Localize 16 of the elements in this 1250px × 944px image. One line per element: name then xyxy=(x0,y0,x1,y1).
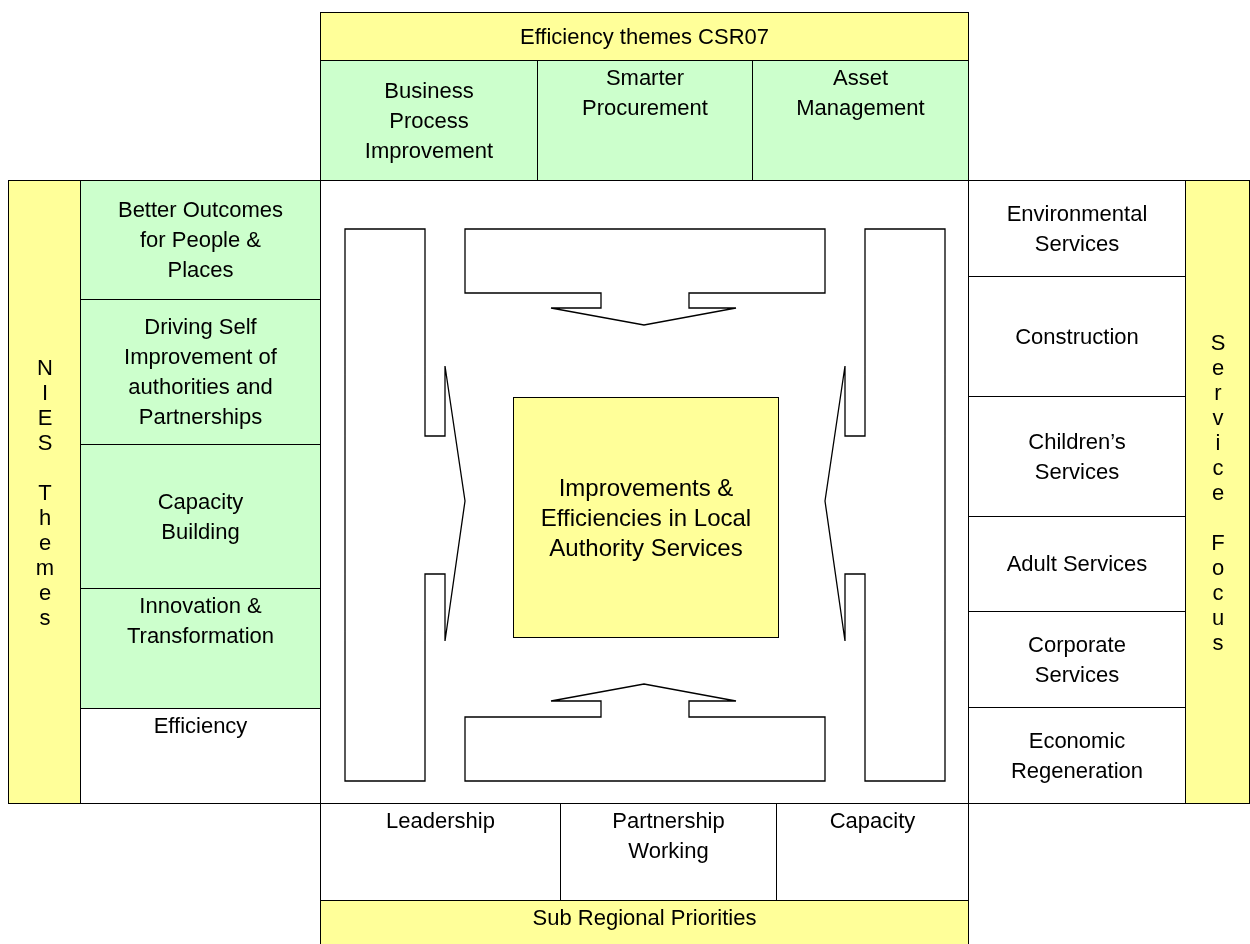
side-band: Service Focus xyxy=(1185,180,1250,804)
theme-box: Innovation & Transformation xyxy=(80,588,321,709)
theme-box: Smarter Procurement xyxy=(537,60,753,181)
theme-box: Better Outcomes for People & Places xyxy=(80,180,321,300)
header-band: Efficiency themes CSR07 xyxy=(320,12,969,61)
side-band: NIES Themes xyxy=(8,180,81,804)
theme-box: Driving Self Improvement of authorities and Partnerships xyxy=(80,299,321,445)
pointer-shape xyxy=(465,229,826,326)
footer-band: Sub Regional Priorities xyxy=(320,900,969,944)
pointer-shape xyxy=(825,229,946,782)
pointer-shape xyxy=(465,684,826,782)
pointer-shape xyxy=(345,229,466,782)
outcome-box: Improvements & Efficiencies in Local Authority Services xyxy=(513,397,779,638)
theme-box: Capacity Building xyxy=(80,444,321,589)
theme-box: Asset Management xyxy=(752,60,969,181)
theme-box: Business Process Improvement xyxy=(320,60,538,181)
